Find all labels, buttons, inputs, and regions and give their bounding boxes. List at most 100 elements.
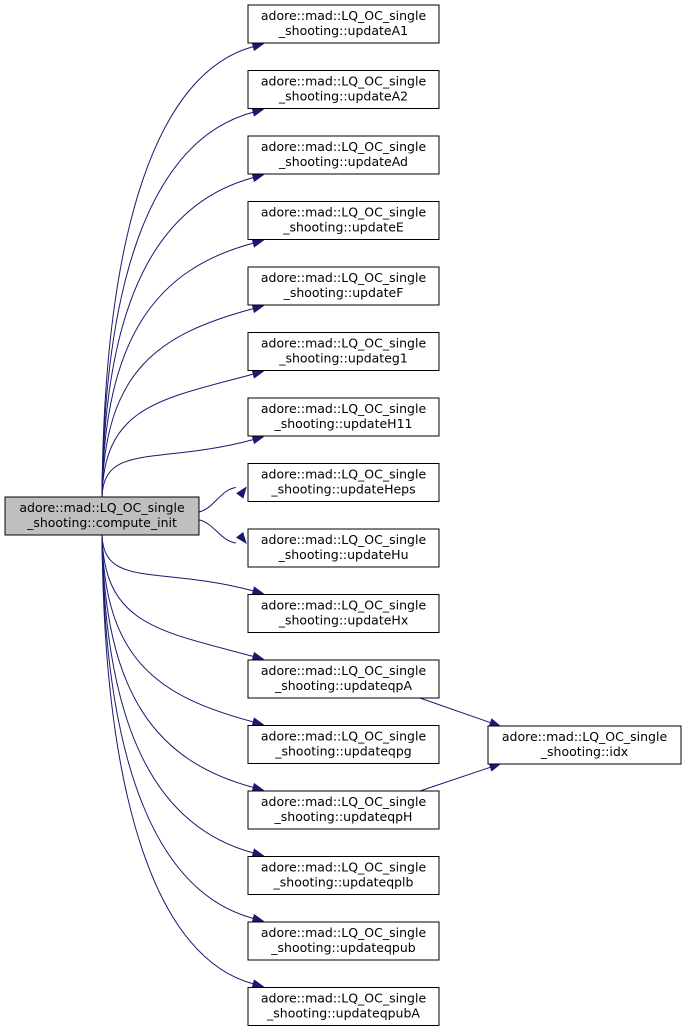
edge-updateqpA-to-idx [419,697,502,727]
node-box [247,397,440,437]
edge-arrowhead [235,531,247,545]
node-updateqpA[interactable]: adore::mad::LQ_OC_single_shooting::updat… [247,659,440,699]
edge-line [101,534,254,788]
node-label-line1: adore::mad::LQ_OC_single [261,139,427,154]
node-box [247,135,440,175]
node-label-line2: _shooting::idx [540,744,628,759]
edge-arrowhead [251,369,265,379]
edge-arrowhead [251,782,265,792]
edge-arrowhead [251,238,265,248]
node-label-line2: _shooting::updateA1 [278,23,408,38]
edge-line [101,534,254,919]
node-box [247,528,440,568]
node-updateA2[interactable]: adore::mad::LQ_OC_single_shooting::updat… [247,70,440,109]
edge-line [101,373,254,498]
node-updateqplb[interactable]: adore::mad::LQ_OC_single_shooting::updat… [247,856,440,895]
edge-line [101,46,254,498]
node-label-line1: adore::mad::LQ_OC_single [261,991,427,1006]
node-label-line1: adore::mad::LQ_OC_single [502,729,668,744]
node-label-line1: adore::mad::LQ_OC_single [261,794,427,809]
node-compute_init[interactable]: adore::mad::LQ_OC_single_shooting::compu… [4,496,200,536]
node-label-line2: _shooting::updateF [283,285,404,300]
node-updateHu[interactable]: adore::mad::LQ_OC_single_shooting::updat… [247,528,440,568]
node-updateF[interactable]: adore::mad::LQ_OC_single_shooting::updat… [247,266,440,306]
node-box [487,725,682,765]
node-label-line2: _shooting::updateqplb [273,875,414,890]
edge-compute_init-to-updateqpg [101,534,265,727]
nodes-layer: adore::mad::LQ_OC_single_shooting::compu… [4,4,682,1026]
node-label-line2: _shooting::updateHx [278,613,408,628]
edge-compute_init-to-updateqpH [101,534,265,792]
node-label-line2: _shooting::updateqpg [274,744,411,759]
edge-compute_init-to-updateqpub [101,534,265,923]
edge-arrowhead [251,913,265,923]
node-box [247,790,440,830]
edge-line [198,519,237,544]
edge-arrowhead [251,848,265,858]
node-label-line1: adore::mad::LQ_OC_single [261,532,427,547]
edge-line [101,534,254,723]
node-box [247,921,440,961]
node-updateqpg[interactable]: adore::mad::LQ_OC_single_shooting::updat… [247,725,440,764]
edge-arrowhead [251,979,265,989]
edge-arrowhead [251,304,265,314]
node-box [4,496,200,536]
node-box [247,201,440,240]
node-label-line1: adore::mad::LQ_OC_single [261,74,427,89]
node-updateqpub[interactable]: adore::mad::LQ_OC_single_shooting::updat… [247,921,440,961]
node-updateE[interactable]: adore::mad::LQ_OC_single_shooting::updat… [247,201,440,240]
node-box [247,659,440,699]
node-updateqpH[interactable]: adore::mad::LQ_OC_single_shooting::updat… [247,790,440,830]
node-updateA1[interactable]: adore::mad::LQ_OC_single_shooting::updat… [247,4,440,44]
node-label-line1: adore::mad::LQ_OC_single [261,925,427,940]
node-box [247,725,440,764]
edge-arrowhead [488,763,502,772]
edge-compute_init-to-updateqpubA [101,534,265,989]
edge-line [101,111,254,498]
edge-line [101,534,254,985]
edge-compute_init-to-updateA1 [101,42,265,498]
node-box [247,463,440,502]
edge-compute_init-to-updateqpA [101,534,265,661]
edge-line [101,177,254,498]
edge-compute_init-to-updateHu [198,519,247,545]
node-label-line1: adore::mad::LQ_OC_single [261,336,427,351]
edge-arrowhead [251,42,265,52]
edge-arrowhead [236,486,247,499]
node-updateH11[interactable]: adore::mad::LQ_OC_single_shooting::updat… [247,397,440,437]
node-updateg1[interactable]: adore::mad::LQ_OC_single_shooting::updat… [247,332,440,371]
node-idx[interactable]: adore::mad::LQ_OC_single_shooting::idx [487,725,682,765]
node-label-line1: adore::mad::LQ_OC_single [19,500,185,515]
node-label-line2: _shooting::updateqpH [274,809,413,824]
node-label-line2: _shooting::updateAd [278,154,408,169]
edge-line [419,766,491,792]
edge-updateqpH-to-idx [419,763,502,792]
node-box [247,4,440,44]
node-label-line1: adore::mad::LQ_OC_single [261,8,427,23]
node-updateAd[interactable]: adore::mad::LQ_OC_single_shooting::updat… [247,135,440,175]
edge-line [198,487,237,513]
node-label-line2: _shooting::updateqpubA [266,1006,420,1021]
node-updateHx[interactable]: adore::mad::LQ_OC_single_shooting::updat… [247,594,440,633]
edge-compute_init-to-updateg1 [101,369,265,498]
edge-arrowhead [251,651,265,661]
node-label-line2: _shooting::updateqpA [274,678,413,693]
node-label-line2: _shooting::compute_init [26,515,177,530]
node-label-line1: adore::mad::LQ_OC_single [261,598,427,613]
edge-arrowhead [488,718,502,727]
edge-compute_init-to-updateHx [101,534,265,596]
node-updateqpubA[interactable]: adore::mad::LQ_OC_single_shooting::updat… [247,987,440,1026]
node-box [247,266,440,306]
node-label-line1: adore::mad::LQ_OC_single [261,729,427,744]
node-box [247,594,440,633]
node-label-line1: adore::mad::LQ_OC_single [261,270,427,285]
node-label-line2: _shooting::updateqpub [270,940,415,955]
node-label-line2: _shooting::updateHeps [270,482,415,497]
node-label-line2: _shooting::updateg1 [278,351,408,366]
edge-arrowhead [251,107,265,117]
edge-line [101,308,254,498]
node-label-line2: _shooting::updateH11 [274,416,413,431]
node-label-line2: _shooting::updateE [282,220,404,235]
node-updateHeps[interactable]: adore::mad::LQ_OC_single_shooting::updat… [247,463,440,502]
